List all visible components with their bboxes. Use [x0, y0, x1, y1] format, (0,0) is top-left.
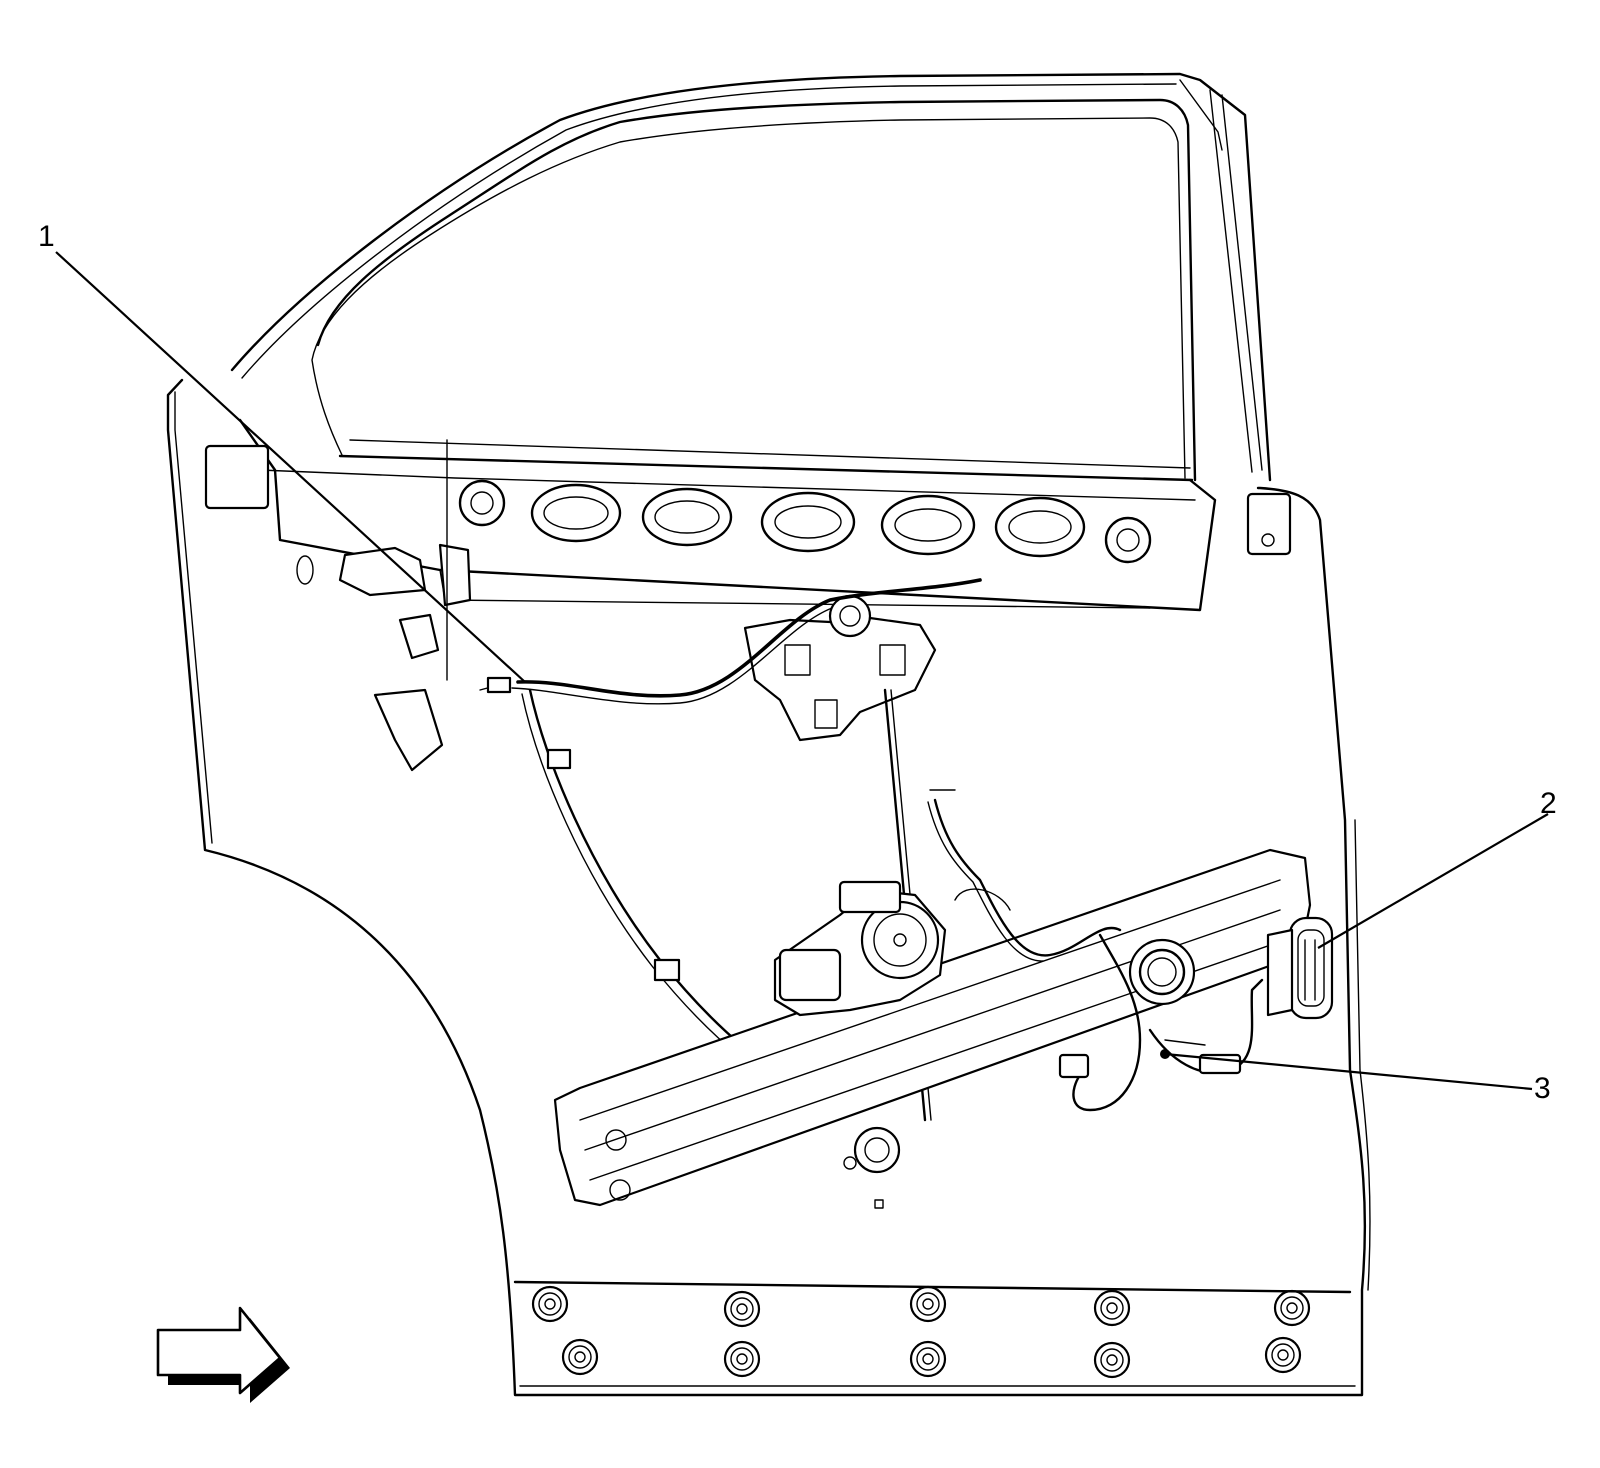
fastener-hole	[736, 1303, 748, 1315]
latch-components	[296, 439, 512, 772]
fastener-hole	[1093, 1341, 1131, 1379]
fastener-hole	[561, 1338, 599, 1376]
fastener-hole	[538, 1292, 562, 1316]
fastener-hole	[544, 1298, 556, 1310]
fastener-hole	[1277, 1349, 1289, 1361]
fastener-hole	[916, 1292, 940, 1316]
right-harness	[927, 789, 1264, 1112]
fastener-hole	[1100, 1296, 1124, 1320]
fastener-hole	[1271, 1343, 1295, 1367]
door-grommet	[1128, 938, 1196, 1006]
fastener-hole	[1100, 1348, 1124, 1372]
fastener-hole	[1106, 1302, 1118, 1314]
callout-leaders	[55, 251, 1549, 1091]
fastener-hole	[922, 1298, 934, 1310]
arrow-right-icon	[156, 1306, 290, 1403]
window-regulator-upper	[743, 594, 937, 742]
fastener-hole	[723, 1290, 761, 1328]
fastener-holes	[531, 1285, 1311, 1379]
callout-2: 2	[1540, 787, 1557, 820]
callout-3: 3	[1534, 1072, 1551, 1105]
fastener-hole	[574, 1351, 586, 1363]
window-frame	[230, 72, 1272, 482]
impact-beam	[553, 848, 1312, 1207]
callout-1: 1	[38, 220, 55, 253]
fastener-hole	[736, 1353, 748, 1365]
door-panel-outline	[166, 378, 1371, 1397]
window-regulator-motor	[773, 880, 1011, 1017]
fastener-hole	[730, 1347, 754, 1371]
bottom-pulley	[843, 1126, 901, 1209]
fastener-hole	[909, 1340, 947, 1378]
fastener-hole	[723, 1340, 761, 1378]
fastener-hole	[1280, 1296, 1304, 1320]
fastener-hole	[531, 1285, 569, 1323]
fastener-hole	[1264, 1336, 1302, 1374]
fastener-hole	[1286, 1302, 1298, 1314]
lower-door-shell	[513, 1280, 1356, 1387]
fastener-hole	[916, 1347, 940, 1371]
door-harness-connector	[1266, 916, 1334, 1020]
fastener-hole	[1273, 1289, 1311, 1327]
fastener-hole	[909, 1285, 947, 1323]
fastener-hole	[568, 1345, 592, 1369]
fastener-hole	[730, 1297, 754, 1321]
fastener-hole	[1093, 1289, 1131, 1327]
fastener-hole	[922, 1353, 934, 1365]
fastener-hole	[1106, 1354, 1118, 1366]
